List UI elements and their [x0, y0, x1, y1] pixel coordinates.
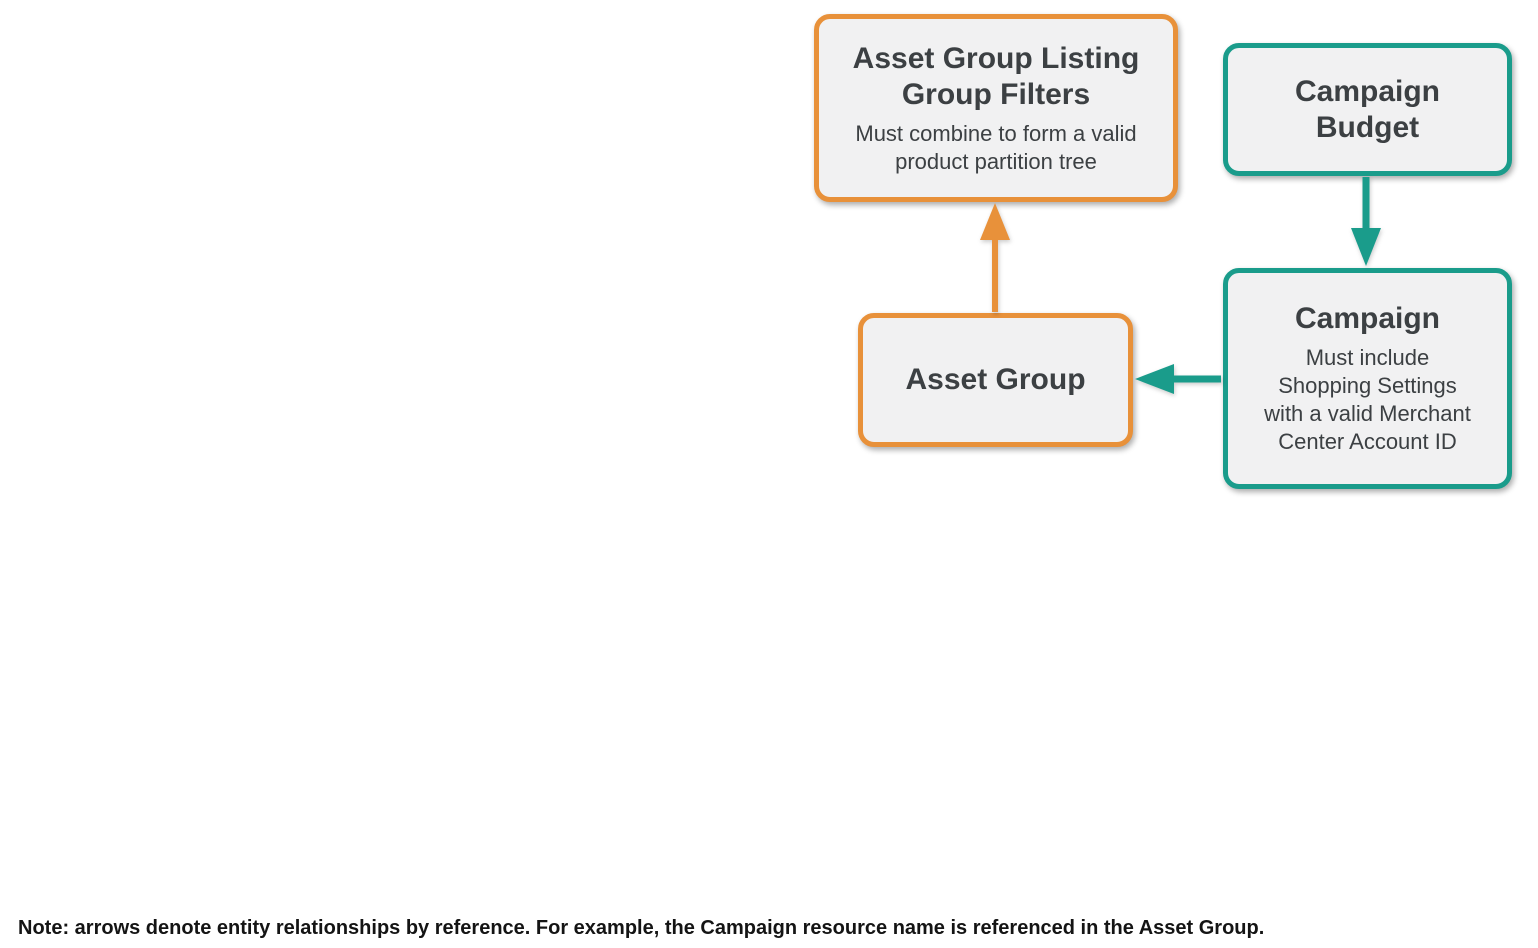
note-text: Note: arrows denote entity relationships…: [18, 917, 1265, 939]
node-title: Asset Group: [905, 363, 1086, 396]
node-campaign-budget: Campaign Budget: [1223, 43, 1512, 176]
node-campaign: Campaign Must include Shopping Settings …: [1223, 268, 1512, 489]
node-asset-group: Asset Group: [858, 313, 1133, 447]
arrow-asset-group-to-listing-filters-icon: [980, 203, 1010, 312]
node-title: Campaign Budget: [1294, 74, 1441, 144]
arrow-campaign-to-asset-group-icon: [1135, 364, 1221, 394]
node-subtitle: Must combine to form a valid product par…: [855, 120, 1137, 174]
node-title: Asset Group Listing Group Filters: [852, 41, 1140, 111]
node-asset-group-listing-group-filters: Asset Group Listing Group Filters Must c…: [814, 14, 1178, 202]
arrow-campaign-budget-to-campaign-icon: [1351, 177, 1381, 266]
arrow-head-up-icon: [980, 203, 1010, 240]
arrow-head-left-icon: [1135, 364, 1174, 394]
arrow-head-down-icon: [1351, 228, 1381, 266]
node-subtitle: Must include Shopping Settings with a va…: [1264, 345, 1471, 454]
node-title: Campaign: [1294, 302, 1441, 335]
